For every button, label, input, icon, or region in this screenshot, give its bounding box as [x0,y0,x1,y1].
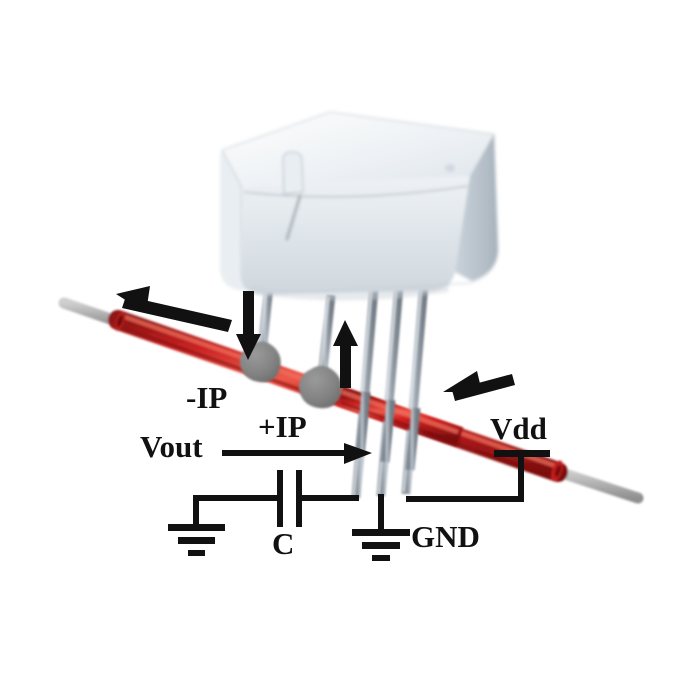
filter-capacitor [270,470,313,527]
wire-exposed-end-right [550,465,644,504]
arrow-current-in-right [443,371,515,401]
sensor-ic-package [220,111,499,301]
label-plus-ip: +IP [258,409,307,444]
arrow-vout-right [222,443,372,464]
label-gnd: GND [411,519,480,554]
arrow-pin-minus-ip-down [236,291,261,360]
label-capacitor: C [272,526,295,561]
pin-gnd [376,285,404,497]
arrow-current-out-left [116,286,232,332]
label-minus-ip: -IP [186,380,228,415]
ground-symbol-gnd-pin [352,494,410,561]
label-vout: Vout [140,429,203,464]
vout-capacitor-net [193,495,359,531]
label-vdd: Vdd [490,411,547,446]
arrow-pin-plus-ip-up [333,320,358,388]
solder-blob-plus-ip [298,365,342,409]
vdd-net [406,450,550,502]
pin-plus-ip [317,294,336,379]
pin-front-of-wire-slivers [355,391,421,471]
ground-symbol-capacitor [168,498,225,556]
